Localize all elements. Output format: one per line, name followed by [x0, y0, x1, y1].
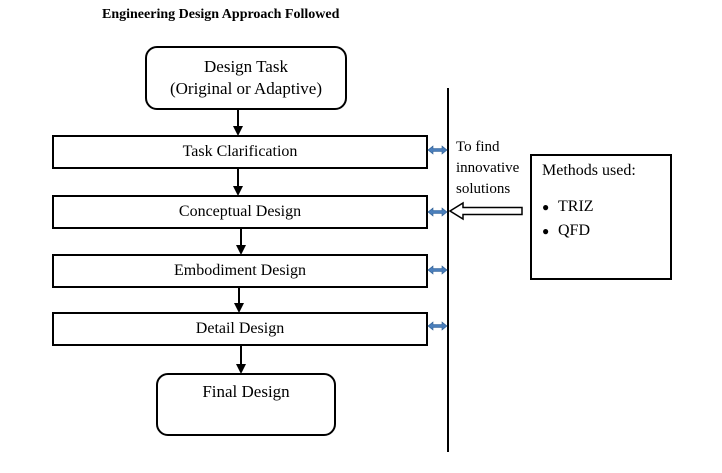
step-embodiment-design: Embodiment Design	[52, 254, 428, 288]
side-note: To find innovative solutions	[456, 137, 519, 200]
side-note-line2: innovative	[456, 160, 520, 176]
step-detail-design: Detail Design	[52, 312, 428, 346]
method-item-triz: ● TRIZ	[542, 198, 660, 216]
step-label: Embodiment Design	[174, 262, 306, 279]
step-conceptual-design: Conceptual Design	[52, 195, 428, 229]
diagram-title: Engineering Design Approach Followed	[102, 7, 340, 22]
double-arrow-icon	[427, 207, 448, 217]
step-task-clarification: Task Clarification	[52, 135, 428, 169]
design-task-line1: Design Task	[204, 57, 288, 76]
double-arrow-icon	[427, 321, 448, 331]
side-note-line1: To find	[456, 139, 500, 155]
bullet-icon: ●	[542, 223, 550, 238]
double-arrow-icon	[427, 145, 448, 155]
design-task-line2: (Original or Adaptive)	[169, 79, 322, 98]
method-label: QFD	[558, 222, 591, 239]
step-label: Conceptual Design	[178, 203, 302, 220]
method-item-qfd: ● QFD	[542, 222, 660, 240]
double-arrow-icon	[427, 265, 448, 275]
design-task-box: Design Task (Original or Adaptive)	[145, 46, 347, 110]
method-label: TRIZ	[558, 198, 594, 215]
final-design-label: Final Design	[202, 382, 290, 401]
bullet-icon: ●	[542, 199, 550, 214]
step-label: Detail Design	[195, 320, 285, 337]
side-note-line3: solutions	[456, 181, 511, 197]
methods-title: Methods used:	[542, 162, 636, 179]
final-design-box: Final Design	[156, 373, 336, 436]
step-label: Task Clarification	[182, 143, 298, 160]
hollow-arrow-icon	[448, 201, 523, 221]
methods-box: Methods used: ● TRIZ ● QFD	[530, 154, 672, 280]
